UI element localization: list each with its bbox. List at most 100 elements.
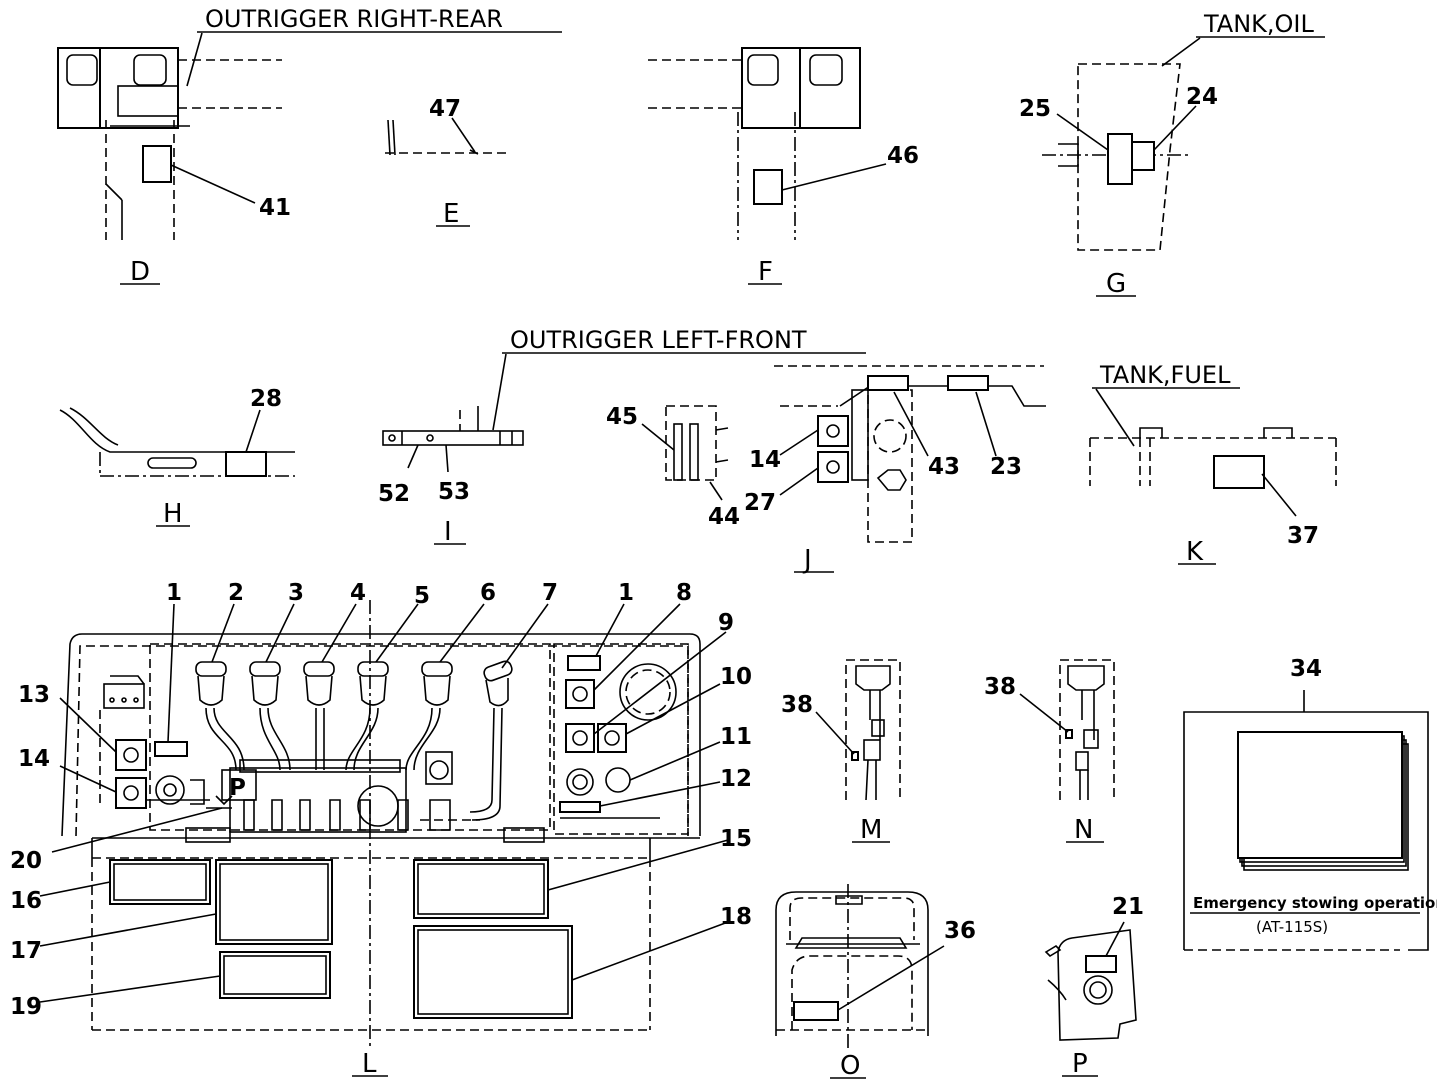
callout-41: 41 <box>259 195 291 221</box>
callout-28: 28 <box>250 386 282 412</box>
switch-9 <box>565 723 595 753</box>
decal-36 <box>793 1001 839 1021</box>
callout-43: 43 <box>928 454 960 480</box>
switch-14 <box>817 415 849 447</box>
view-j: 45 44 14 27 43 23 J <box>606 365 1046 575</box>
decal-1-left <box>154 741 188 757</box>
callout-18: 18 <box>720 904 752 930</box>
view-label-e: E <box>443 199 459 229</box>
view-label-p: P <box>1072 1049 1088 1079</box>
decal-24 <box>1131 141 1155 171</box>
callout-7: 7 <box>542 580 558 606</box>
callout-34: 34 <box>1290 656 1322 682</box>
callout-5: 5 <box>414 583 430 609</box>
switch-10 <box>597 723 627 753</box>
callout-4: 4 <box>350 580 366 606</box>
callout-10: 10 <box>720 664 752 690</box>
manual-34: 34 Emergency stowing operation (AT-115S) <box>1183 656 1437 951</box>
decal-21 <box>1085 955 1117 973</box>
lever-7 <box>469 660 513 821</box>
callout-9: 9 <box>718 610 734 636</box>
callout-24: 24 <box>1186 84 1218 110</box>
callout-16: 16 <box>10 888 42 914</box>
title-tank-fuel: TANK,FUEL <box>1099 361 1231 389</box>
callout-6: 6 <box>480 580 496 606</box>
callout-8: 8 <box>676 580 692 606</box>
view-d: OUTRIGGER RIGHT-REAR 41 D <box>57 5 562 287</box>
view-g: TANK,OIL 25 24 G <box>1019 10 1325 299</box>
callout-38-n: 38 <box>984 674 1016 700</box>
lever-4 <box>303 661 335 770</box>
decal-23 <box>947 375 989 391</box>
callout-1-left: 1 <box>166 580 182 606</box>
view-label-g: G <box>1106 269 1126 299</box>
view-label-o: O <box>840 1051 860 1080</box>
decal-37 <box>1213 455 1265 489</box>
view-label-l: L <box>362 1049 377 1079</box>
decal-41 <box>142 145 172 183</box>
decal-43 <box>867 375 909 391</box>
callout-14-j: 14 <box>749 447 781 473</box>
callout-45: 45 <box>606 404 638 430</box>
decal-28 <box>225 451 267 477</box>
decal-1-right <box>567 655 601 671</box>
decal-19 <box>219 951 331 999</box>
lever-5 <box>345 661 389 771</box>
callout-11: 11 <box>720 724 752 750</box>
view-label-i: I <box>444 517 452 547</box>
decal-15 <box>413 859 549 919</box>
lever-3 <box>249 661 291 771</box>
decal-25 <box>1107 133 1133 185</box>
title-tank-oil: TANK,OIL <box>1203 10 1315 38</box>
switch-8 <box>565 679 595 709</box>
view-n: 38 N <box>984 659 1115 845</box>
decal-16 <box>109 859 211 905</box>
callout-47: 47 <box>429 96 461 122</box>
view-label-k: K <box>1186 537 1204 567</box>
port-p-mark: P <box>229 775 246 801</box>
title-outrigger-left-front: OUTRIGGER LEFT-FRONT <box>510 326 807 354</box>
callout-13: 13 <box>18 682 50 708</box>
view-label-h: H <box>163 499 183 529</box>
switch-27 <box>817 451 849 483</box>
callout-20: 20 <box>10 848 42 874</box>
view-h: 28 H <box>59 386 295 529</box>
view-label-n: N <box>1074 815 1093 845</box>
view-f: 46 F <box>648 47 919 287</box>
callout-21: 21 <box>1112 894 1144 920</box>
indicator-11 <box>605 767 631 793</box>
callout-27: 27 <box>744 490 776 516</box>
view-o: 36 O <box>775 884 976 1080</box>
callout-3: 3 <box>288 580 304 606</box>
manual-title: Emergency stowing operation <box>1193 894 1437 912</box>
callout-23: 23 <box>990 454 1022 480</box>
view-label-f: F <box>758 257 773 287</box>
callout-52: 52 <box>378 481 410 507</box>
decal-12 <box>559 801 601 813</box>
view-label-j: J <box>802 545 812 575</box>
callout-2: 2 <box>228 580 244 606</box>
decal-38-n <box>1065 729 1073 739</box>
callout-14-l: 14 <box>18 746 50 772</box>
callout-17: 17 <box>10 938 42 964</box>
switch-14-l <box>115 777 147 809</box>
callout-25: 25 <box>1019 96 1051 122</box>
view-p: 21 P <box>1044 894 1144 1079</box>
view-label-d: D <box>130 257 150 287</box>
view-e: 47 E <box>385 96 510 229</box>
view-k: TANK,FUEL 37 K <box>1089 361 1337 567</box>
view-i: OUTRIGGER LEFT-FRONT 52 53 I <box>378 326 866 547</box>
view-label-m: M <box>860 815 882 845</box>
lever-2 <box>195 661 245 771</box>
callout-44: 44 <box>708 504 740 530</box>
view-m: 38 M <box>781 659 901 845</box>
callout-19: 19 <box>10 994 42 1020</box>
callout-53: 53 <box>438 479 470 505</box>
callout-12: 12 <box>720 766 752 792</box>
callout-1-right: 1 <box>618 580 634 606</box>
callout-46: 46 <box>887 143 919 169</box>
manual-book <box>1237 731 1403 859</box>
callout-36: 36 <box>944 918 976 944</box>
decal-18 <box>413 925 573 1019</box>
